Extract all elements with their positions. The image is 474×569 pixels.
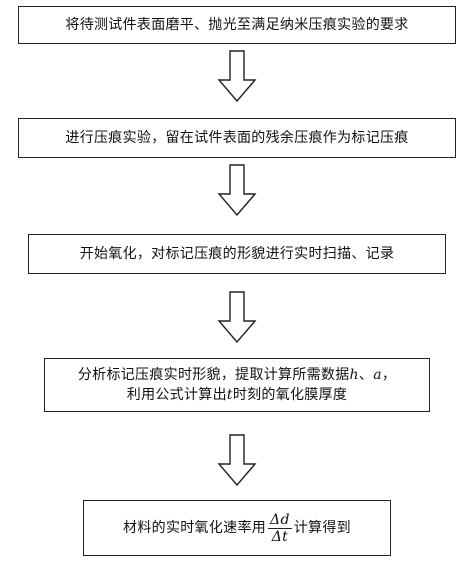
down-arrow-icon xyxy=(217,164,257,216)
step-3-box: 开始氧化，对标记压痕的形貌进行实时扫描、记录 xyxy=(28,234,446,274)
step-3-text: 开始氧化，对标记压痕的形貌进行实时扫描、记录 xyxy=(79,246,395,262)
step-1-text: 将待测试件表面磨平、抛光至满足纳米压痕实验的要求 xyxy=(65,17,409,33)
down-arrow-icon xyxy=(217,50,257,102)
var-a: a xyxy=(373,367,382,383)
down-arrow-icon xyxy=(217,291,257,343)
step-4-box: 分析标记压痕实时形貌，提取计算所需数据h、a， 利用公式计算出t时刻的氧化膜厚度 xyxy=(44,358,430,412)
step-2-text: 进行压痕实验，留在试件表面的残余压痕作为标记压痕 xyxy=(65,130,409,146)
step-5-text: 材料的实时氧化速率用 Δd Δt 计算得到 xyxy=(123,511,351,545)
step-5-box: 材料的实时氧化速率用 Δd Δt 计算得到 xyxy=(83,500,391,556)
var-h: h xyxy=(349,367,359,383)
step-2-box: 进行压痕实验，留在试件表面的残余压痕作为标记压痕 xyxy=(18,118,456,158)
down-arrow-icon xyxy=(217,434,257,486)
step-4-line-1: 分析标记压痕实时形貌，提取计算所需数据h、a， xyxy=(77,367,397,383)
rate-fraction: Δd Δt xyxy=(268,512,292,545)
step-1-box: 将待测试件表面磨平、抛光至满足纳米压痕实验的要求 xyxy=(18,6,456,44)
var-t: t xyxy=(226,387,233,403)
step-4-line-2: 利用公式计算出t时刻的氧化膜厚度 xyxy=(126,387,348,403)
fraction-denominator: Δt xyxy=(271,528,289,545)
fraction-numerator: Δd xyxy=(268,511,292,529)
